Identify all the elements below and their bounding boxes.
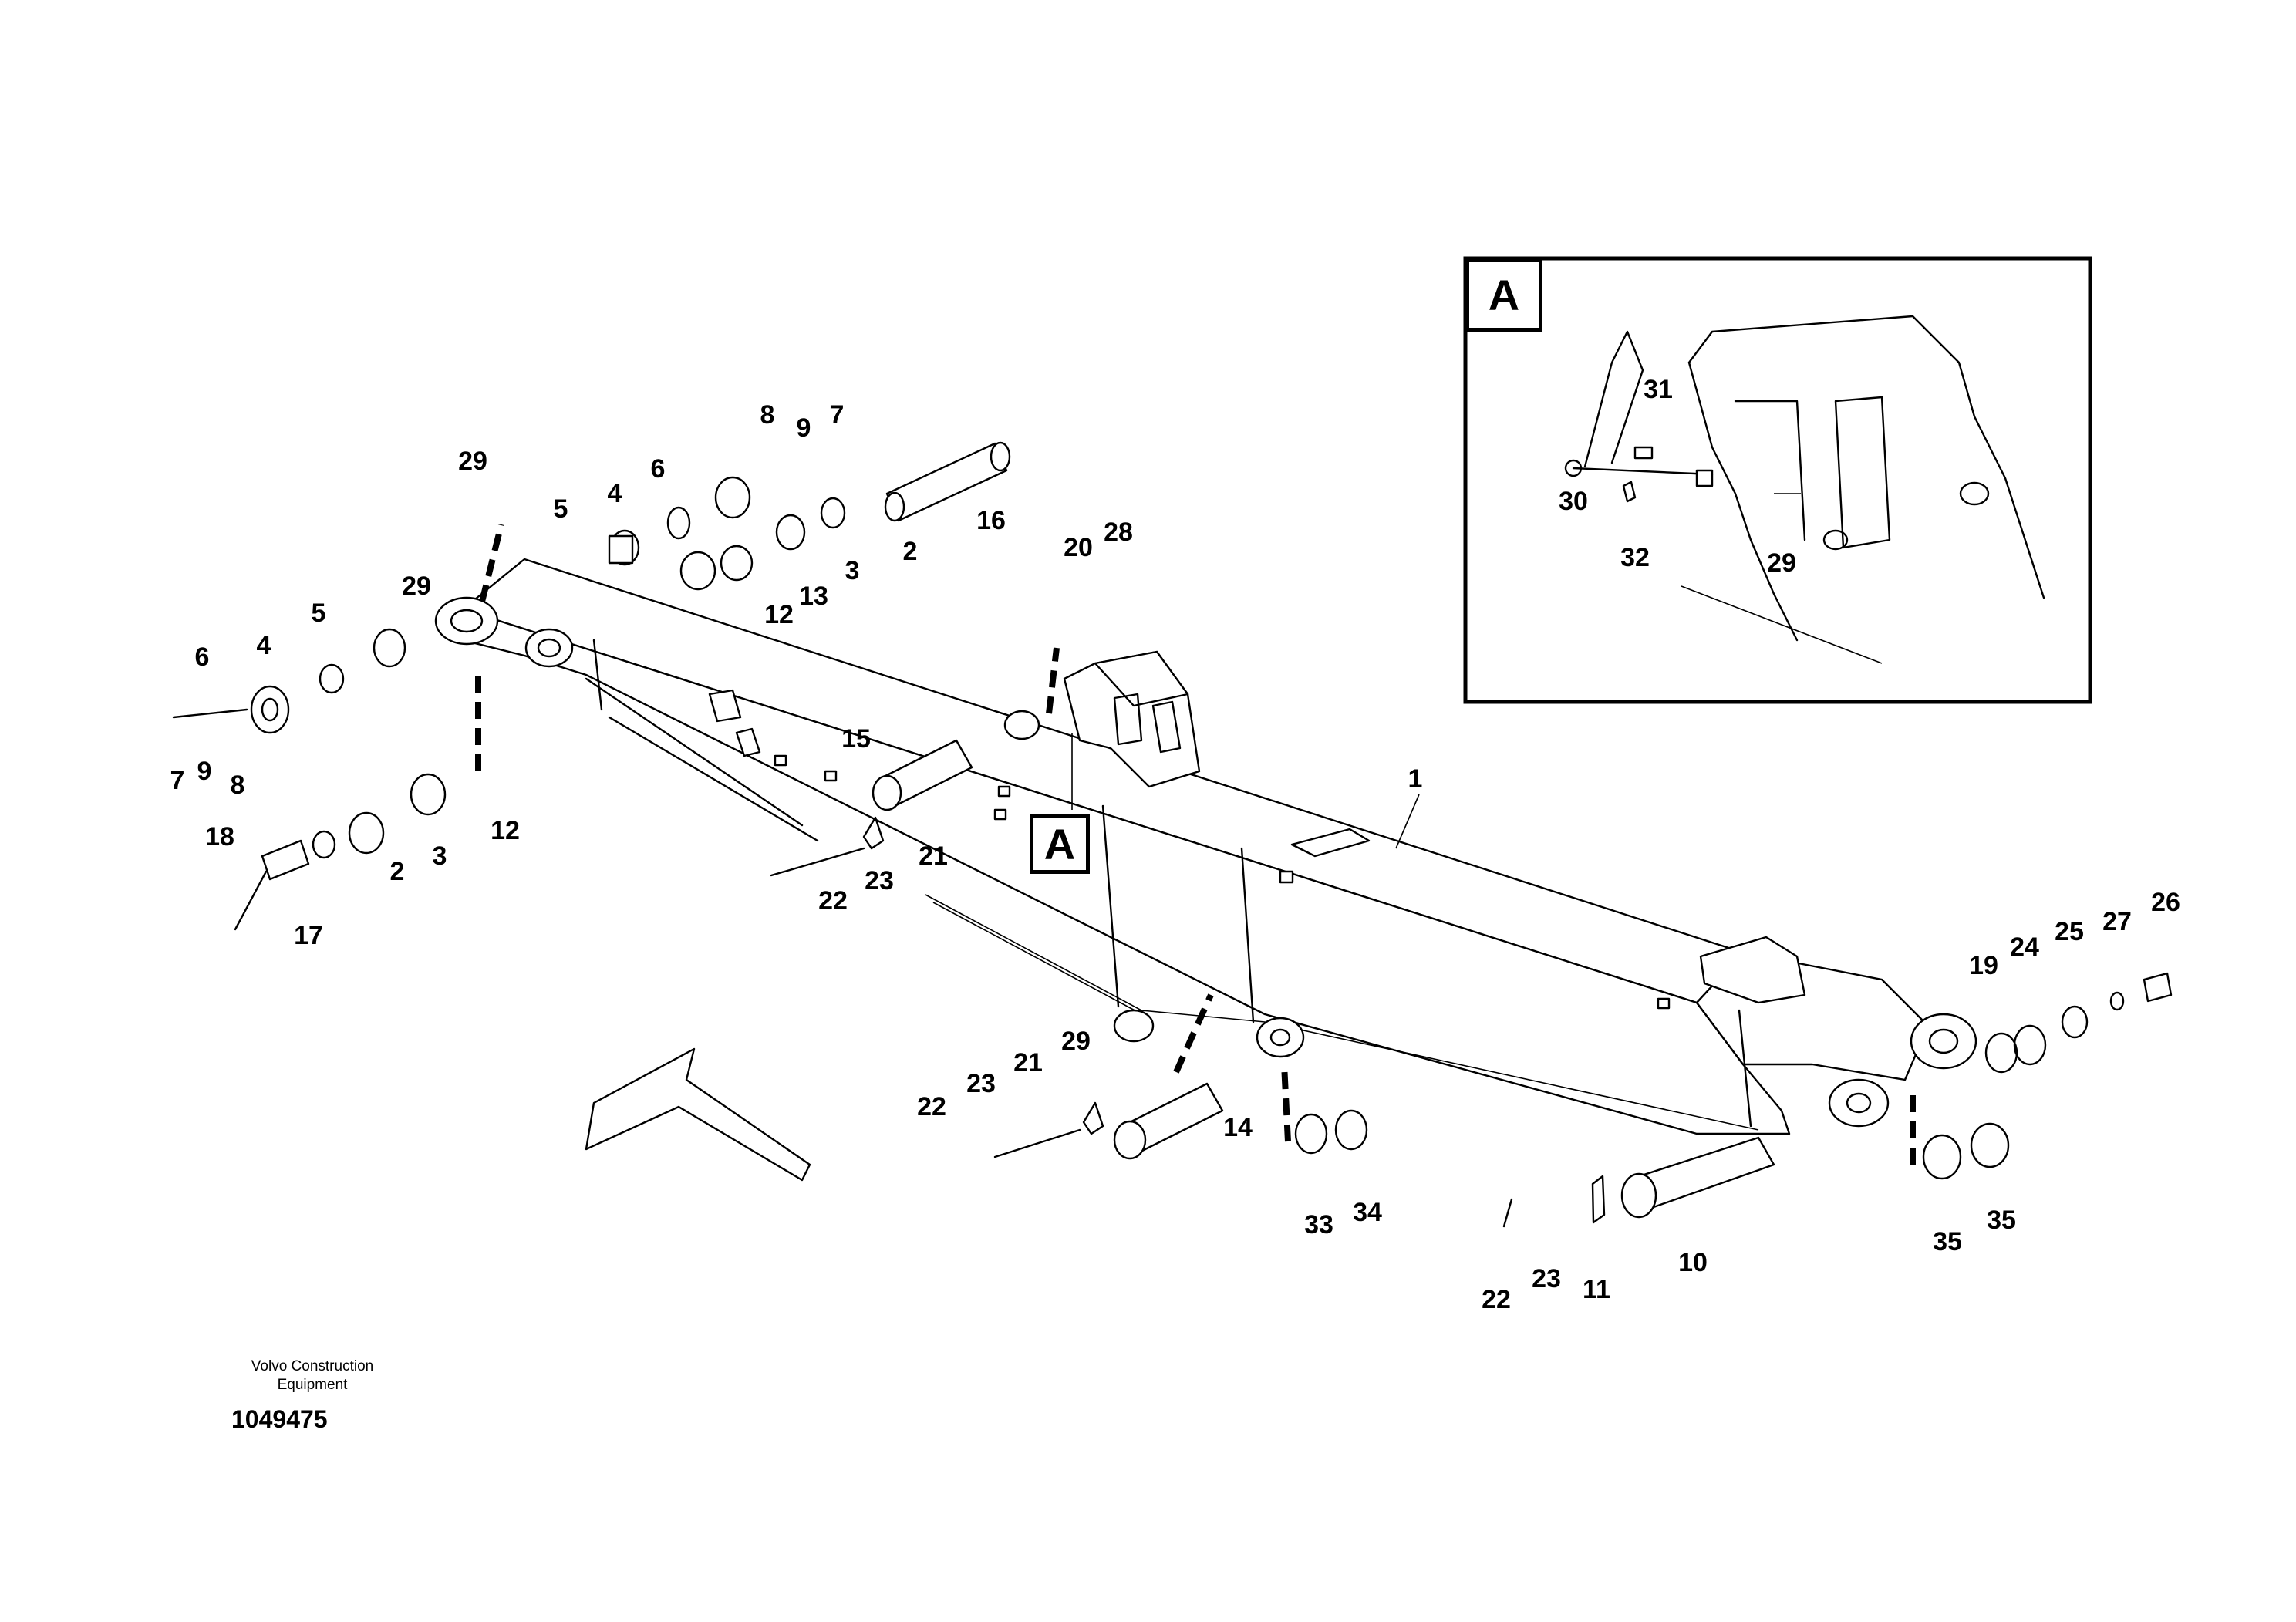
callout-4: 4	[607, 479, 622, 508]
callout-27: 27	[2102, 907, 2132, 936]
callout-14: 14	[1223, 1113, 1253, 1142]
inset-a-frame	[1463, 256, 2092, 704]
callout-22: 22	[818, 886, 848, 916]
callout-23: 23	[865, 866, 894, 895]
callout-30: 30	[1559, 487, 1588, 516]
detail-a-marker: A	[1030, 814, 1090, 874]
brand-name: Volvo Construction Equipment	[228, 1357, 397, 1394]
forward-direction-arrow	[585, 1047, 811, 1182]
brand-line-2: Equipment	[277, 1376, 348, 1393]
callout-13: 13	[799, 582, 828, 611]
callout-29: 29	[1061, 1027, 1091, 1056]
head-pin-assembly	[770, 739, 2173, 1228]
callout-2: 2	[902, 537, 918, 566]
callout-18: 18	[205, 822, 234, 851]
callout-1: 1	[1408, 764, 1423, 794]
callout-2: 2	[389, 857, 405, 886]
callout-10: 10	[1678, 1248, 1708, 1277]
inset-a-label: A	[1465, 258, 1542, 332]
callout-7: 7	[829, 400, 845, 430]
callout-23: 23	[966, 1069, 996, 1098]
callout-28: 28	[1104, 518, 1133, 547]
callout-5: 5	[553, 494, 568, 524]
callout-7: 7	[170, 766, 185, 795]
callout-9: 9	[197, 757, 212, 786]
callout-3: 3	[432, 841, 447, 871]
callout-8: 8	[230, 771, 245, 800]
callout-9: 9	[796, 413, 811, 443]
callout-20: 20	[1064, 533, 1093, 562]
callout-19: 19	[1969, 951, 1998, 980]
brand-line-1: Volvo Construction	[251, 1358, 374, 1374]
callout-22: 22	[917, 1092, 946, 1121]
callout-12: 12	[491, 816, 520, 845]
callout-5: 5	[311, 599, 326, 628]
callout-29: 29	[402, 572, 431, 601]
callout-32: 32	[1620, 543, 1650, 572]
callout-12: 12	[764, 600, 794, 629]
drawing-number: 1049475	[231, 1405, 328, 1433]
callout-25: 25	[2055, 917, 2084, 946]
callout-26: 26	[2151, 888, 2180, 917]
boom-arm	[434, 558, 1977, 1135]
callout-34: 34	[1353, 1198, 1382, 1227]
callout-33: 33	[1304, 1210, 1333, 1239]
callout-8: 8	[760, 400, 775, 430]
leader-lines	[1071, 733, 1420, 849]
callout-21: 21	[919, 841, 948, 871]
callout-11: 11	[1583, 1275, 1610, 1304]
callout-29: 29	[458, 447, 487, 476]
callout-6: 6	[650, 454, 666, 484]
callout-23: 23	[1532, 1264, 1561, 1293]
callout-21: 21	[1013, 1048, 1043, 1077]
callout-3: 3	[845, 556, 860, 585]
callout-29: 29	[1767, 548, 1796, 578]
callout-31: 31	[1644, 375, 1673, 404]
alignment-lines	[475, 524, 1916, 1165]
callout-4: 4	[256, 631, 271, 660]
callout-35: 35	[1933, 1227, 1962, 1256]
callout-16: 16	[976, 506, 1006, 535]
callout-6: 6	[194, 642, 210, 672]
callout-24: 24	[2010, 932, 2039, 962]
callout-35: 35	[1987, 1206, 2016, 1235]
foot-pin-assembly	[172, 441, 1011, 931]
callout-15: 15	[841, 724, 871, 754]
callout-17: 17	[294, 921, 323, 950]
callout-22: 22	[1482, 1285, 1511, 1314]
